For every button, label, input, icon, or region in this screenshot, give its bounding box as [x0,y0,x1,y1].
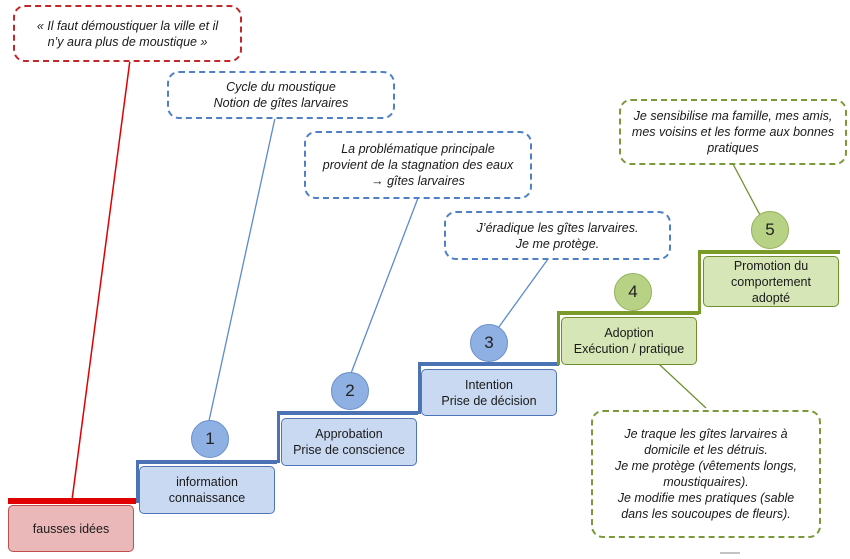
step-box-3: Intention Prise de décision [421,369,557,416]
base-stair-line [8,498,136,504]
sensibilise-line: pratiques [707,141,759,155]
stair-riser-3 [418,362,421,414]
problematique-line: La problématique principale [341,142,495,156]
base-label: fausses idées [32,521,110,536]
stair-line-5 [698,250,840,254]
traque-line: dans les soucoupes de fleurs). [621,507,791,521]
traque-line: moustiquaires). [663,475,749,489]
step-number-4: 4 [614,273,652,311]
sensibilise-line: mes voisins et les forme aux bonnes [631,125,835,139]
step-number-3: 3 [470,324,508,362]
traque-line: Je modifie mes pratiques (sable [617,491,795,505]
stair-riser-5 [698,250,701,314]
step-label: Approbation [315,427,383,441]
traque-bubble: Je traque les gîtes larvaires à domicile… [591,410,821,538]
stair-line-3 [418,362,559,366]
stair-riser-1 [136,460,139,503]
stair-riser-2 [277,411,280,463]
base-box: fausses idées [8,505,134,552]
stair-line-1 [136,460,277,464]
step-box-5: Promotion du comportement adopté [703,256,839,307]
step-box-4: Adoption Exécution / pratique [561,317,697,365]
problematique-line: → gîtes larvaires [371,174,465,188]
stair-riser-4 [557,311,560,365]
step-number-1: 1 [191,420,229,458]
eradique-bubble: J’éradique les gîtes larvaires. Je me pr… [444,211,671,260]
step-label: Prise de conscience [293,443,405,457]
cycle-line: Cycle du moustique [226,80,336,94]
cycle-bubble: Cycle du moustique Notion de gîtes larva… [167,71,395,119]
connector-cycle [206,117,276,431]
step-label: Exécution / pratique [573,342,685,356]
stair-line-2 [277,411,418,415]
step-number-2: 2 [331,372,369,410]
step-label: Adoption [604,326,654,340]
step-number-5: 5 [751,211,789,249]
connector-problematique [349,197,419,377]
step-label: connaissance [168,491,246,505]
traque-line: domicile et les détruis. [644,443,768,457]
step-label: Intention [465,377,513,392]
quote-line: « Il faut démoustiquer la ville et il [36,18,219,33]
step-label: comportement [731,274,811,289]
quote-bubble: « Il faut démoustiquer la ville et il n’… [13,5,242,62]
step-label: information [176,475,238,489]
connector-eradique [495,258,549,332]
step-box-1: information connaissance [139,466,275,514]
eradique-line: Je me protège. [515,236,600,251]
step-label: adopté [751,290,791,305]
step-label: Prise de décision [441,393,537,408]
sensibilise-line: Je sensibilise ma famille, mes amis, [633,109,833,123]
step-label: Promotion du [733,258,809,273]
traque-line: Je me protège (vêtements longs, [614,459,798,473]
connector-sensibilise [732,163,761,216]
red-connector-line [71,59,131,501]
cycle-line: Notion de gîtes larvaires [213,96,349,110]
step-box-2: Approbation Prise de conscience [281,418,417,466]
problematique-bubble: La problématique principale provient de … [304,131,532,199]
stair-line-4 [557,311,699,315]
sensibilise-bubble: Je sensibilise ma famille, mes amis, mes… [619,99,847,165]
traque-line: Je traque les gîtes larvaires à [624,427,788,441]
quote-line: n’y aura plus de moustique » [47,34,208,49]
problematique-line: provient de la stagnation des eaux [322,158,514,172]
eradique-line: J’éradique les gîtes larvaires. [476,220,639,235]
